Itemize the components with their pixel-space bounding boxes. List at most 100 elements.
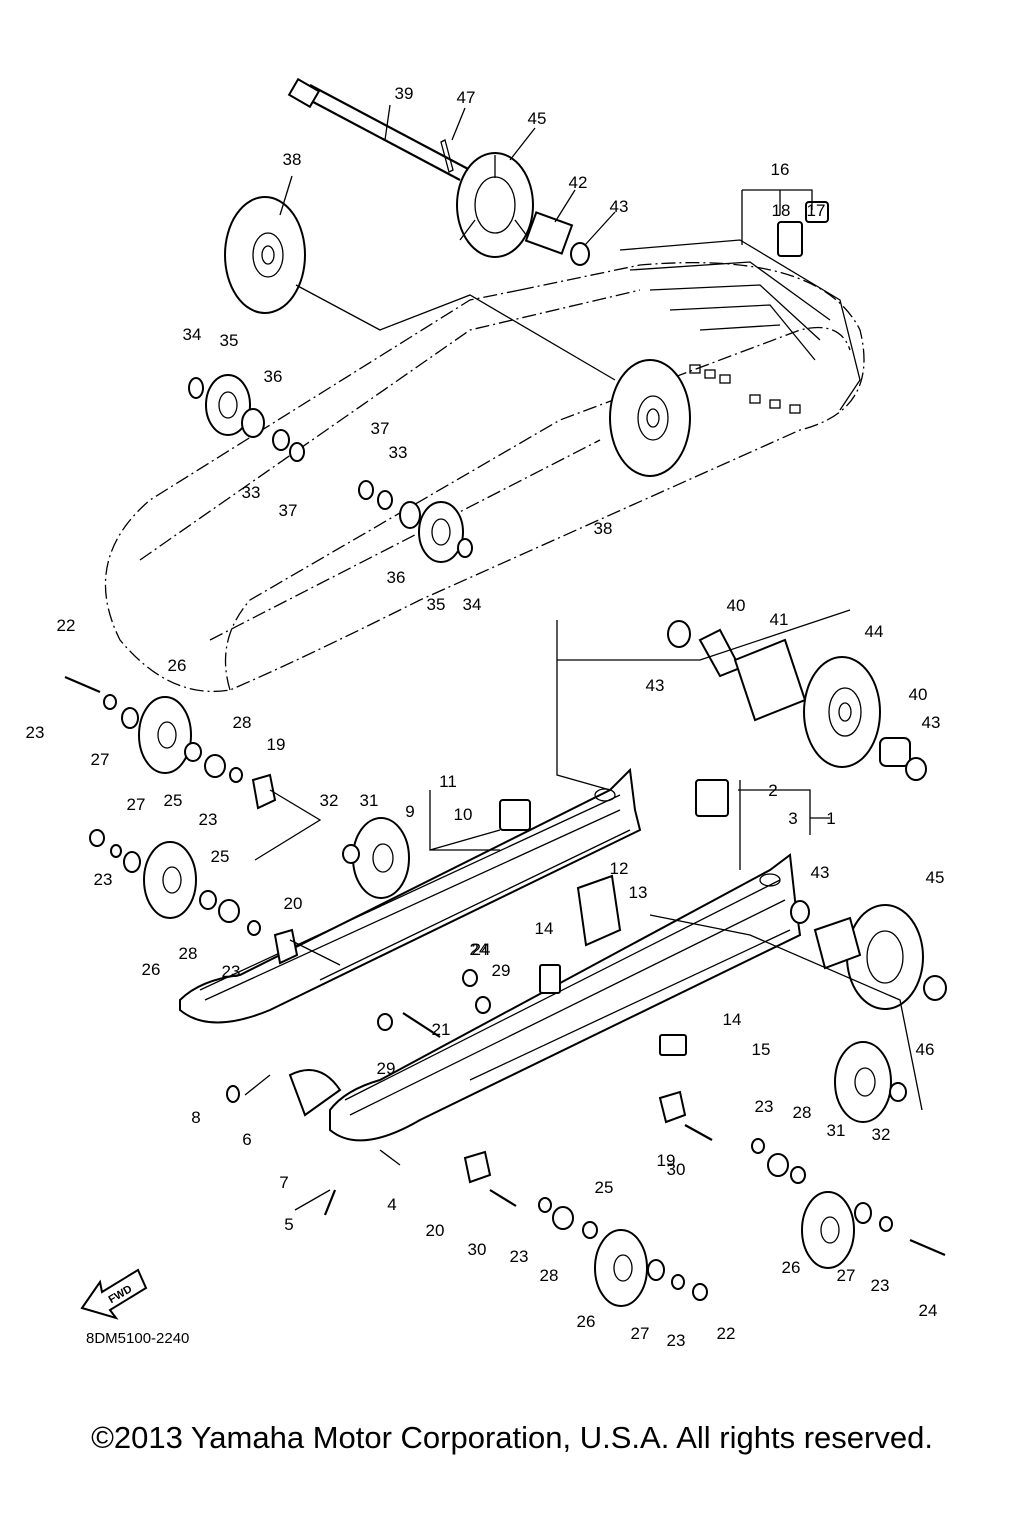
callout-41: 41: [770, 610, 789, 629]
callout-26: 26: [782, 1258, 801, 1277]
callout-19: 19: [657, 1151, 676, 1170]
callout-23: 23: [94, 870, 113, 889]
callout-32: 32: [872, 1125, 891, 1144]
callout-43: 43: [646, 676, 665, 695]
callout-12: 12: [610, 859, 629, 878]
upper-axle-assembly: [224, 77, 829, 314]
callout-23: 23: [510, 1247, 529, 1266]
callout-18: 18: [772, 201, 791, 220]
callout-17: 17: [807, 201, 826, 220]
callout-24: 24: [470, 940, 489, 959]
callout-21: 21: [432, 1020, 451, 1039]
callout-44: 44: [865, 622, 884, 641]
callout-45: 45: [528, 109, 547, 128]
callout-8: 8: [191, 1108, 200, 1127]
callout-33: 33: [242, 483, 261, 502]
callout-38: 38: [594, 519, 613, 538]
callout-43: 43: [610, 197, 629, 216]
callout-27: 27: [127, 795, 146, 814]
callout-46: 46: [916, 1040, 935, 1059]
slide-rail-left: [179, 767, 642, 1024]
copyright-notice: ©2013 Yamaha Motor Corporation, U.S.A. A…: [91, 1420, 933, 1455]
callout-14: 14: [723, 1010, 742, 1029]
bogie-wheels: [89, 694, 947, 1307]
callout-40: 40: [727, 596, 746, 615]
callout-27: 27: [91, 750, 110, 769]
callout-37: 37: [371, 419, 390, 438]
callout-3: 3: [788, 809, 797, 828]
callout-20: 20: [284, 894, 303, 913]
callout-26: 26: [577, 1312, 596, 1331]
callout-39: 39: [395, 84, 414, 103]
callout-35: 35: [220, 331, 239, 350]
callout-47: 47: [457, 88, 476, 107]
rail-hardware: [64, 675, 946, 1257]
callout-25: 25: [211, 847, 230, 866]
rear-axle-assembly: [667, 620, 927, 781]
callout-24: 24: [919, 1301, 938, 1320]
callout-10: 10: [454, 805, 473, 824]
callout-28: 28: [233, 713, 252, 732]
callout-15: 15: [752, 1040, 771, 1059]
callout-35: 35: [427, 595, 446, 614]
callout-27: 27: [837, 1266, 856, 1285]
idler-wheel-38: [609, 359, 691, 477]
callout-25: 25: [595, 1178, 614, 1197]
slide-rail-right: [329, 853, 802, 1142]
callout-23: 23: [199, 810, 218, 829]
callout-43: 43: [922, 713, 941, 732]
callout-42: 42: [569, 173, 588, 192]
track-belt: [104, 262, 865, 693]
fwd-arrow-icon: FWD: [80, 1268, 148, 1320]
callout-34: 34: [463, 595, 482, 614]
callout-22: 22: [57, 616, 76, 635]
callout-34: 34: [183, 325, 202, 344]
callout-14: 14: [535, 919, 554, 938]
callout-36: 36: [387, 568, 406, 587]
callout-24: 24: [472, 940, 491, 959]
callout-22: 22: [717, 1324, 736, 1343]
callout-6: 6: [242, 1130, 251, 1149]
callout-43: 43: [811, 863, 830, 882]
callout-5: 5: [284, 1215, 293, 1234]
callout-29: 29: [492, 961, 511, 980]
callout-23: 23: [26, 723, 45, 742]
callout-25: 25: [164, 791, 183, 810]
callout-26: 26: [168, 656, 187, 675]
callout-27: 27: [631, 1324, 650, 1343]
callout-7: 7: [279, 1173, 288, 1192]
callout-23: 23: [667, 1331, 686, 1350]
callout-38: 38: [283, 150, 302, 169]
callout-26: 26: [142, 960, 161, 979]
callout-33: 33: [389, 443, 408, 462]
callout-31: 31: [360, 791, 379, 810]
callout-13: 13: [629, 883, 648, 902]
callout-30: 30: [468, 1240, 487, 1259]
callout-37: 37: [279, 501, 298, 520]
callout-30: 30: [667, 1160, 686, 1179]
callout-45: 45: [926, 868, 945, 887]
callout-1: 1: [826, 809, 835, 828]
track-tread: [619, 239, 861, 414]
callout-20: 20: [426, 1221, 445, 1240]
callout-40: 40: [909, 685, 928, 704]
callout-28: 28: [540, 1266, 559, 1285]
callout-23: 23: [222, 962, 241, 981]
callout-36: 36: [264, 367, 283, 386]
callout-28: 28: [179, 944, 198, 963]
callout-29: 29: [377, 1059, 396, 1078]
callout-32: 32: [320, 791, 339, 810]
callout-23: 23: [871, 1276, 890, 1295]
callout-4: 4: [387, 1195, 396, 1214]
callout-23: 23: [755, 1097, 774, 1116]
callout-2: 2: [768, 781, 777, 800]
drawing-code: 8DM5100-2240: [86, 1330, 190, 1347]
callout-28: 28: [793, 1103, 812, 1122]
callout-16: 16: [771, 160, 790, 179]
leader-lines: [244, 104, 923, 1211]
callout-19: 19: [267, 735, 286, 754]
wheel-hardware-left: [188, 374, 473, 563]
callout-31: 31: [827, 1121, 846, 1140]
